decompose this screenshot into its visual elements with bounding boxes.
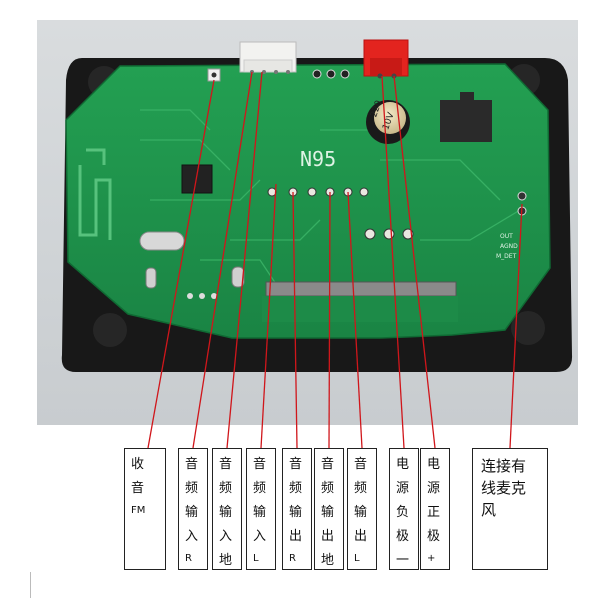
label-line: 输 [219, 505, 233, 520]
label-line: 电 [427, 457, 441, 472]
bottom-pin-header [262, 281, 458, 322]
label-line: FM [131, 505, 146, 516]
label-line: 源 [427, 481, 441, 496]
lead-line-mic [509, 203, 523, 449]
label-line: 频 [219, 481, 233, 496]
three-pin-header [312, 69, 350, 79]
label-line: 入 [253, 529, 267, 544]
lead-line-audio-in-r [192, 71, 253, 449]
label-line: 出 [321, 529, 335, 544]
lead-line-power-neg [381, 75, 405, 449]
label-line: 收 [131, 457, 145, 472]
label-line: 音 [354, 457, 368, 472]
label-line: 地 [219, 553, 233, 568]
board-model-silkscreen: N95 [300, 147, 336, 171]
corner-mark [30, 572, 31, 598]
label-line: 电 [396, 457, 410, 472]
label-line: 极 [396, 529, 410, 544]
label-line: 线麦克 [481, 479, 527, 497]
silk-mdet: M_DET [496, 253, 517, 260]
label-line: 频 [354, 481, 368, 496]
label-line: 音 [185, 457, 199, 472]
main-ic-chip [181, 164, 213, 194]
lead-line-fm [147, 79, 215, 449]
label-line: L [354, 553, 360, 564]
label-box-audio-out-gnd: 音频输出地 [314, 448, 344, 570]
label-box-audio-in-gnd: 音频输入地 [212, 448, 242, 570]
label-line: 极 [427, 529, 441, 544]
label-line: R [289, 553, 296, 564]
label-line: 负 [396, 505, 410, 520]
label-line: 入 [219, 529, 233, 544]
label-line: 输 [321, 505, 335, 520]
label-line: 风 [481, 501, 497, 519]
lead-line-audio-out-l [347, 191, 363, 449]
label-box-fm: 收音 FM [124, 448, 166, 570]
label-line: 输 [185, 505, 199, 520]
label-box-power-pos: 电源正极 + [420, 448, 450, 570]
lead-line-audio-in-gnd [226, 71, 263, 449]
label-line: 正 [427, 505, 441, 520]
lead-lines [147, 71, 523, 449]
lead-line-audio-out-r [292, 191, 298, 449]
label-line: 音 [253, 457, 267, 472]
label-line: 输 [253, 505, 267, 520]
label-line: 频 [185, 481, 199, 496]
label-line: 一 [396, 553, 410, 568]
white-connector [239, 41, 297, 74]
label-box-power-neg: 电源负极一 [389, 448, 419, 570]
label-line: 音 [219, 457, 233, 472]
label-line: 出 [354, 529, 368, 544]
mic-pads: OUT AGND M_DET [496, 191, 527, 260]
lead-line-audio-out-gnd [328, 191, 331, 449]
lead-line-power-pos [393, 75, 436, 449]
label-line: + [427, 553, 436, 564]
label-line: 频 [289, 481, 303, 496]
silk-agnd: AGND [500, 243, 518, 250]
label-line: R [185, 553, 192, 564]
label-line: 源 [396, 481, 410, 496]
voltage-regulator [440, 100, 492, 142]
lead-line-audio-in-l [260, 183, 277, 449]
red-connector [363, 39, 409, 79]
label-line: 连接有 [481, 457, 527, 475]
label-line: 频 [253, 481, 267, 496]
label-line: 出 [289, 529, 303, 544]
silk-out: OUT [500, 233, 513, 240]
label-line: 音 [131, 481, 145, 496]
label-line: 音 [289, 457, 303, 472]
label-line: 输 [354, 505, 368, 520]
label-line: 地 [321, 553, 335, 568]
label-line: 音 [321, 457, 335, 472]
label-box-mic: 连接有线麦克风 [472, 448, 548, 570]
crystal-oscillator [139, 231, 185, 251]
label-line: 入 [185, 529, 199, 544]
label-line: 输 [289, 505, 303, 520]
label-line: L [253, 553, 259, 564]
label-line: 频 [321, 481, 335, 496]
